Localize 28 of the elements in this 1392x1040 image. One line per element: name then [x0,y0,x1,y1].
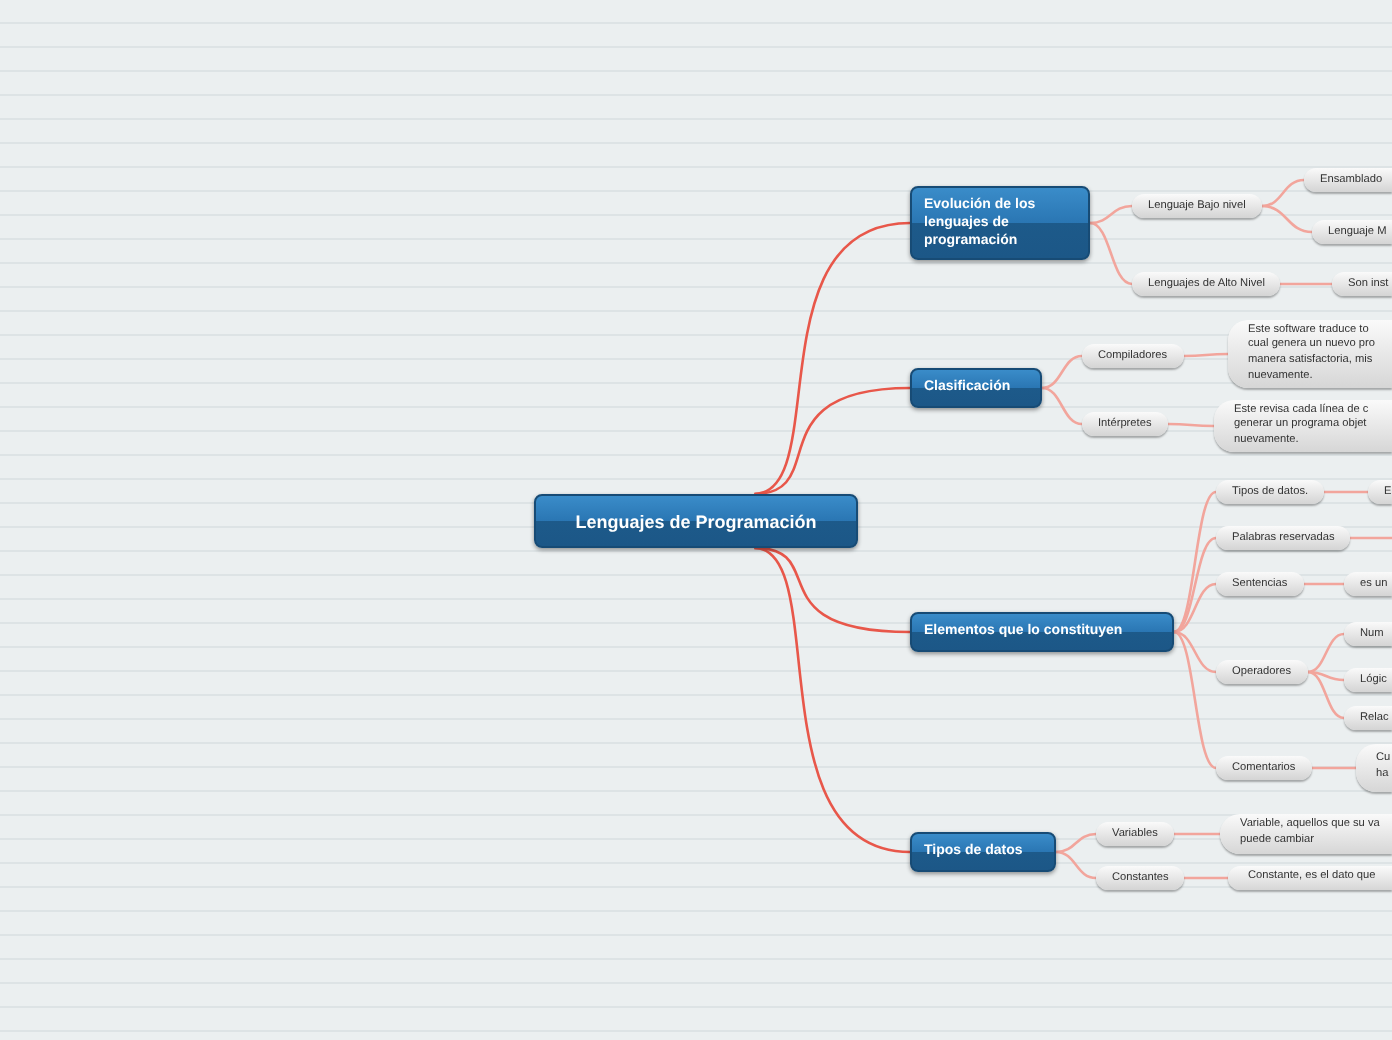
connector-line [1312,766,1356,770]
connector-line [1174,832,1220,836]
connector-line [1261,178,1305,208]
connector-line [1173,582,1217,634]
connector-line [1055,850,1097,880]
connector-line [1350,536,1392,540]
connector-line [1280,282,1332,286]
connector-line [1041,354,1083,390]
connector-line [1184,352,1228,358]
connector-line [1307,670,1345,720]
connector-line [1304,582,1344,586]
connector-line [1173,630,1217,770]
connector-line [754,386,911,496]
central-topic-box: Lenguajes de Programación [534,494,858,548]
connector-line [1055,832,1097,854]
connector-line [1168,422,1214,428]
connector-line [1041,386,1083,426]
connector-line [1173,490,1217,634]
connector-line [1089,221,1133,286]
connector-line [1261,204,1313,234]
connector-line [1089,204,1133,225]
connector-line [1184,876,1228,880]
connector-line [1307,632,1345,674]
connector-line [753,221,911,496]
connector-line [753,546,911,854]
connector-line [1173,630,1217,674]
connector-line [1324,490,1368,494]
connector-line [1307,670,1345,682]
